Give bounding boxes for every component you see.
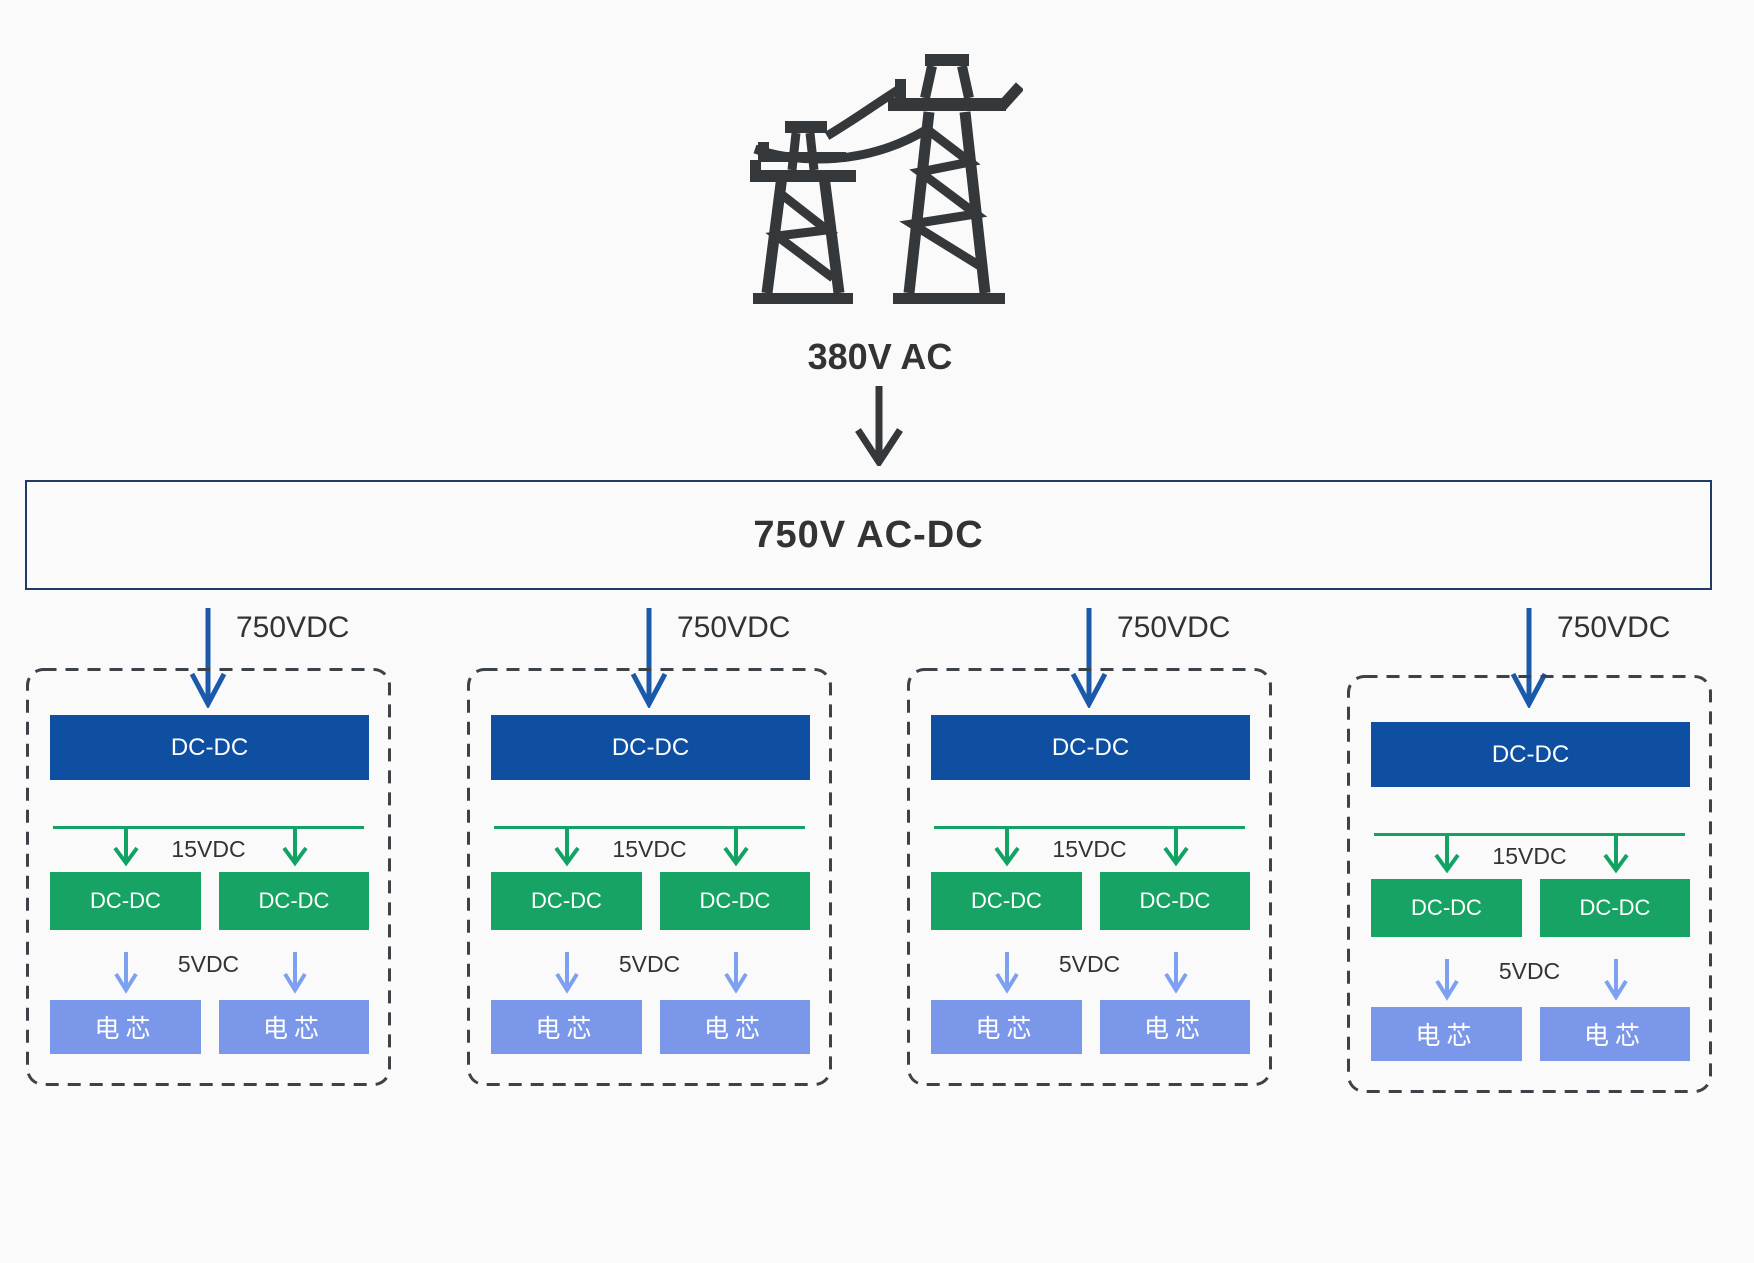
- cell-feed-arrow-icon: [995, 952, 1019, 994]
- group-dashed-border: [26, 668, 391, 1086]
- battery-cell-label: 电芯: [94, 1015, 157, 1043]
- feed-arrow-icon: [189, 608, 227, 708]
- power-group: 750VDC DC-DC 15VDC DC-DC DC-DC: [907, 600, 1272, 1110]
- secondary-dcdc-label: DC-DC: [971, 888, 1042, 913]
- battery-cell-label: 电芯: [1415, 1022, 1478, 1050]
- battery-cell-label: 电芯: [1143, 1015, 1206, 1043]
- primary-dcdc-label: DC-DC: [611, 733, 690, 761]
- battery-cell-box: 电芯: [931, 1000, 1082, 1054]
- battery-cell-box: 电芯: [1100, 1000, 1250, 1054]
- secondary-dcdc-box: DC-DC: [1100, 872, 1250, 930]
- power-group: 750VDC DC-DC 15VDC DC-DC DC-DC: [26, 600, 391, 1110]
- branch-arrow-icon: [554, 827, 580, 867]
- power-group: 750VDC DC-DC 15VDC DC-DC DC-DC: [467, 600, 832, 1110]
- secondary-dcdc-box: DC-DC: [931, 872, 1082, 930]
- secondary-dcdc-box: DC-DC: [219, 872, 369, 930]
- primary-dcdc-box: DC-DC: [1371, 722, 1690, 787]
- battery-cell-label: 电芯: [1583, 1022, 1646, 1050]
- feed-arrow-icon: [1070, 608, 1108, 708]
- intermediate-voltage-label: 15VDC: [1492, 843, 1567, 869]
- bus-line: [1374, 833, 1685, 836]
- power-group: 750VDC DC-DC 15VDC DC-DC DC-DC: [1347, 600, 1712, 1110]
- cell-feed-arrow-icon: [555, 952, 579, 994]
- secondary-dcdc-label: DC-DC: [90, 888, 161, 913]
- secondary-dcdc-box: DC-DC: [50, 872, 201, 930]
- secondary-dcdc-label: DC-DC: [258, 888, 330, 913]
- branch-arrow-icon: [1603, 834, 1629, 874]
- battery-cell-label: 电芯: [975, 1015, 1038, 1043]
- cell-feed-arrow-icon: [114, 952, 138, 994]
- branch-arrow-icon: [282, 827, 308, 867]
- branch-arrow-icon: [1434, 834, 1460, 874]
- output-voltage-label: 5VDC: [177, 951, 240, 977]
- bus-line: [53, 826, 364, 829]
- cell-feed-arrow-icon: [283, 952, 307, 994]
- rectifier-box: 750V AC-DC: [25, 480, 1712, 590]
- battery-cell-box: 电芯: [50, 1000, 201, 1054]
- output-voltage-label: 5VDC: [618, 951, 681, 977]
- battery-cell-box: 电芯: [660, 1000, 810, 1054]
- branch-arrow-icon: [723, 827, 749, 867]
- battery-cell-box: 电芯: [491, 1000, 642, 1054]
- cell-feed-arrow-icon: [724, 952, 748, 994]
- primary-dcdc-box: DC-DC: [50, 715, 369, 780]
- primary-dcdc-label: DC-DC: [170, 733, 249, 761]
- secondary-dcdc-label: DC-DC: [1139, 888, 1211, 913]
- feed-voltage-label: 750VDC: [236, 611, 350, 644]
- intermediate-voltage-label: 15VDC: [171, 836, 246, 862]
- battery-cell-label: 电芯: [703, 1015, 766, 1043]
- cell-feed-arrow-icon: [1164, 952, 1188, 994]
- grid-feed-arrow-icon: [855, 386, 903, 466]
- branch-arrow-icon: [113, 827, 139, 867]
- rectifier-label: 750V AC-DC: [753, 513, 984, 556]
- secondary-dcdc-box: DC-DC: [491, 872, 642, 930]
- feed-voltage-label: 750VDC: [1557, 611, 1671, 644]
- secondary-dcdc-box: DC-DC: [660, 872, 810, 930]
- secondary-dcdc-box: DC-DC: [1371, 879, 1522, 937]
- secondary-dcdc-label: DC-DC: [1411, 895, 1482, 920]
- battery-cell-label: 电芯: [535, 1015, 598, 1043]
- output-voltage-label: 5VDC: [1058, 951, 1121, 977]
- feed-voltage-label: 750VDC: [677, 611, 791, 644]
- secondary-dcdc-label: DC-DC: [531, 888, 602, 913]
- secondary-dcdc-label: DC-DC: [1579, 895, 1651, 920]
- primary-dcdc-box: DC-DC: [931, 715, 1250, 780]
- output-voltage-label: 5VDC: [1498, 958, 1561, 984]
- feed-voltage-label: 750VDC: [1117, 611, 1231, 644]
- battery-cell-box: 电芯: [219, 1000, 369, 1054]
- group-dashed-border: [1347, 675, 1712, 1093]
- feed-arrow-icon: [1510, 608, 1548, 708]
- branch-arrow-icon: [1163, 827, 1189, 867]
- secondary-dcdc-box: DC-DC: [1540, 879, 1690, 937]
- group-dashed-border: [907, 668, 1272, 1086]
- primary-dcdc-label: DC-DC: [1051, 733, 1130, 761]
- battery-cell-box: 电芯: [1371, 1007, 1522, 1061]
- bus-line: [934, 826, 1245, 829]
- branch-arrow-icon: [994, 827, 1020, 867]
- cell-feed-arrow-icon: [1604, 959, 1628, 1001]
- group-dashed-border: [467, 668, 832, 1086]
- intermediate-voltage-label: 15VDC: [1052, 836, 1127, 862]
- feed-arrow-icon: [630, 608, 668, 708]
- battery-cell-box: 电芯: [1540, 1007, 1690, 1061]
- bus-line: [494, 826, 805, 829]
- intermediate-voltage-label: 15VDC: [612, 836, 687, 862]
- cell-feed-arrow-icon: [1435, 959, 1459, 1001]
- grid-voltage-label: 380V AC: [807, 336, 953, 377]
- secondary-dcdc-label: DC-DC: [699, 888, 771, 913]
- primary-dcdc-label: DC-DC: [1491, 740, 1570, 768]
- transmission-towers-icon: [750, 54, 1023, 304]
- primary-dcdc-box: DC-DC: [491, 715, 810, 780]
- battery-cell-label: 电芯: [262, 1015, 325, 1043]
